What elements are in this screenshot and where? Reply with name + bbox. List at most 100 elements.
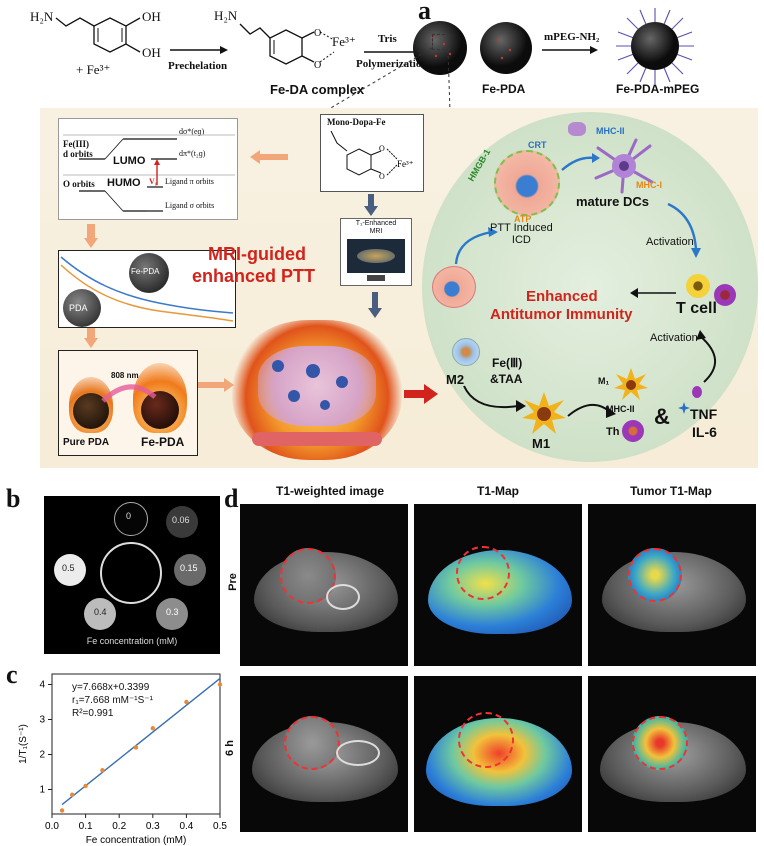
plus-fe3: + Fe³⁺ — [76, 62, 111, 77]
orbital-lines — [63, 134, 235, 212]
panel-d-letter: d — [224, 484, 239, 513]
d-pi-label: dπ*(t₂ɡ) — [179, 149, 206, 158]
row-label-pre: Pre — [226, 573, 239, 591]
fit-line — [61, 677, 221, 806]
amp-label: & — [654, 404, 670, 429]
808nm-label: 808 nm — [111, 371, 139, 380]
x-tick-label: 0.3 — [146, 821, 160, 832]
phantom-vial-006 — [166, 506, 198, 538]
data-point — [59, 808, 65, 813]
d-sigma-label: dσ*(eɡ) — [179, 127, 205, 136]
enhanced-immunity-2: Antitumor Immunity — [490, 306, 633, 323]
icd-cell — [494, 150, 560, 216]
tris-label: Tris — [378, 33, 397, 45]
m1-label: M1 — [532, 436, 551, 451]
fe-da-amine: H₂N — [214, 8, 238, 23]
fe-pda-label: Fe-PDA — [482, 82, 526, 96]
plot-frame — [51, 673, 221, 815]
x-tick-label: 0.0 — [45, 821, 59, 832]
il6-label: IL-6 — [692, 424, 717, 440]
y-tick-label: 3 — [39, 715, 45, 726]
y-tick-label: 4 — [39, 680, 45, 691]
phantom-image: 0 0.06 0.15 0.3 0.4 0.5 Fe concentration… — [44, 496, 220, 654]
m2-label: M2 — [446, 372, 465, 387]
m2-cell — [452, 338, 480, 366]
fe-d-orbits-label: Fe(III) d orbits — [63, 139, 93, 159]
fe-pda-burn-label: Fe-PDA — [141, 435, 185, 449]
svg-text:O: O — [314, 28, 321, 39]
tnf-label: TNF — [690, 406, 718, 422]
arrow-activation-1 — [667, 202, 701, 258]
t-cell-1 — [686, 274, 710, 298]
lumo-label: LUMO — [113, 155, 146, 167]
mhc1-label: MHC-I — [636, 180, 662, 190]
m1-cell — [522, 392, 566, 434]
data-point — [133, 745, 139, 750]
arrow-down-monitor — [368, 292, 382, 318]
orbital-diagram: Fe(III) d orbits LUMO O orbits HUMO V₁ d… — [58, 118, 238, 220]
phantom-vial-03 — [156, 598, 188, 630]
svg-text:Fe³⁺: Fe³⁺ — [397, 159, 414, 169]
sample-label-03: 0.3 — [166, 607, 179, 617]
dc-cell-small — [568, 122, 586, 136]
mono-dopa-fe-inset: Mono-Dopa-Fe O O Fe³⁺ — [320, 114, 424, 192]
fe-pda-burning-sphere — [141, 391, 179, 429]
mri-pre-t1-weighted — [240, 504, 408, 666]
y-tick-label: 2 — [39, 750, 45, 761]
fe-da-complex-structure: O O — [239, 23, 335, 71]
arrow-mpeg — [542, 46, 598, 54]
arrow-tcell-to-immunity — [630, 288, 676, 298]
svg-text:O: O — [314, 60, 321, 71]
phantom-vial-015 — [174, 554, 206, 586]
data-point — [69, 792, 75, 797]
mri-pre-tumor-t1-map — [588, 504, 756, 666]
col-title-t1-map: T1-Map — [477, 484, 519, 498]
sample-label-05: 0.5 — [62, 563, 75, 573]
activation-2-label: Activation — [650, 332, 698, 344]
th-label: Th — [606, 426, 620, 438]
red-arrow-to-immunity — [404, 384, 438, 404]
t1-enhanced-mri-label: T₁-Enhanced MRI — [355, 220, 397, 235]
mri-6h-tumor-t1-map — [588, 676, 756, 832]
phantom-xlabel: Fe concentration (mM) — [86, 636, 178, 646]
fe-da-complex-label: Fe-DA complex — [270, 82, 365, 97]
fe-pda-mpeg-label: Fe-PDA-mPEG — [616, 82, 700, 96]
fe-pda-sphere-2 — [480, 22, 532, 74]
mhc2-top-label: MHC-II — [596, 126, 625, 136]
mri-guided-title-1: MRI-guided — [208, 244, 306, 264]
enhanced-immunity-1: Enhanced — [526, 288, 598, 305]
row-label-6h: 6 h — [223, 740, 236, 756]
th-cell — [622, 420, 644, 442]
fit-equation: y=7.668x+0.3399 — [72, 682, 150, 693]
mature-dcs-label: mature DCs — [576, 194, 649, 209]
phantom-vial-05 — [54, 554, 86, 586]
tumor-cluster — [232, 320, 402, 460]
col-title-t1-weighted: T1-weighted image — [275, 484, 385, 498]
m1-small-label: M₁ — [598, 376, 610, 386]
atp-label: ATP — [514, 214, 532, 224]
svg-text:O: O — [379, 172, 385, 181]
data-point — [100, 768, 105, 773]
data-point — [217, 682, 223, 687]
orange-arrow-right — [196, 378, 234, 392]
dopamine-amine: H₂N — [30, 9, 54, 24]
mri-6h-t1-map — [414, 676, 582, 832]
mri-guided-title-2: enhanced PTT — [192, 266, 316, 286]
phantom-vial-0 — [114, 502, 148, 536]
x-axis-label: Fe concentration (mM) — [86, 835, 187, 846]
mri-6h-t1-weighted — [240, 676, 408, 832]
mpeg-nh2-label: mPEG-NH₂ — [544, 31, 600, 43]
pure-pda-label: Pure PDA — [63, 437, 110, 448]
tumor-cell-left — [432, 266, 476, 308]
photothermal-box: 808 nm Pure PDA Fe-PDA — [58, 350, 198, 456]
arrow-m2-to-m1 — [463, 385, 526, 412]
sample-label-015: 0.15 — [180, 563, 198, 573]
humo-label: HUMO — [107, 177, 141, 189]
y-tick-label: 1 — [39, 785, 45, 796]
mri-pre-t1-map — [414, 504, 582, 666]
data-point — [150, 726, 155, 731]
fe-taa-1: Fe(Ⅲ) — [492, 356, 523, 370]
zoom-lines — [323, 47, 451, 113]
dopamine-oh-bottom: OH — [142, 45, 161, 60]
